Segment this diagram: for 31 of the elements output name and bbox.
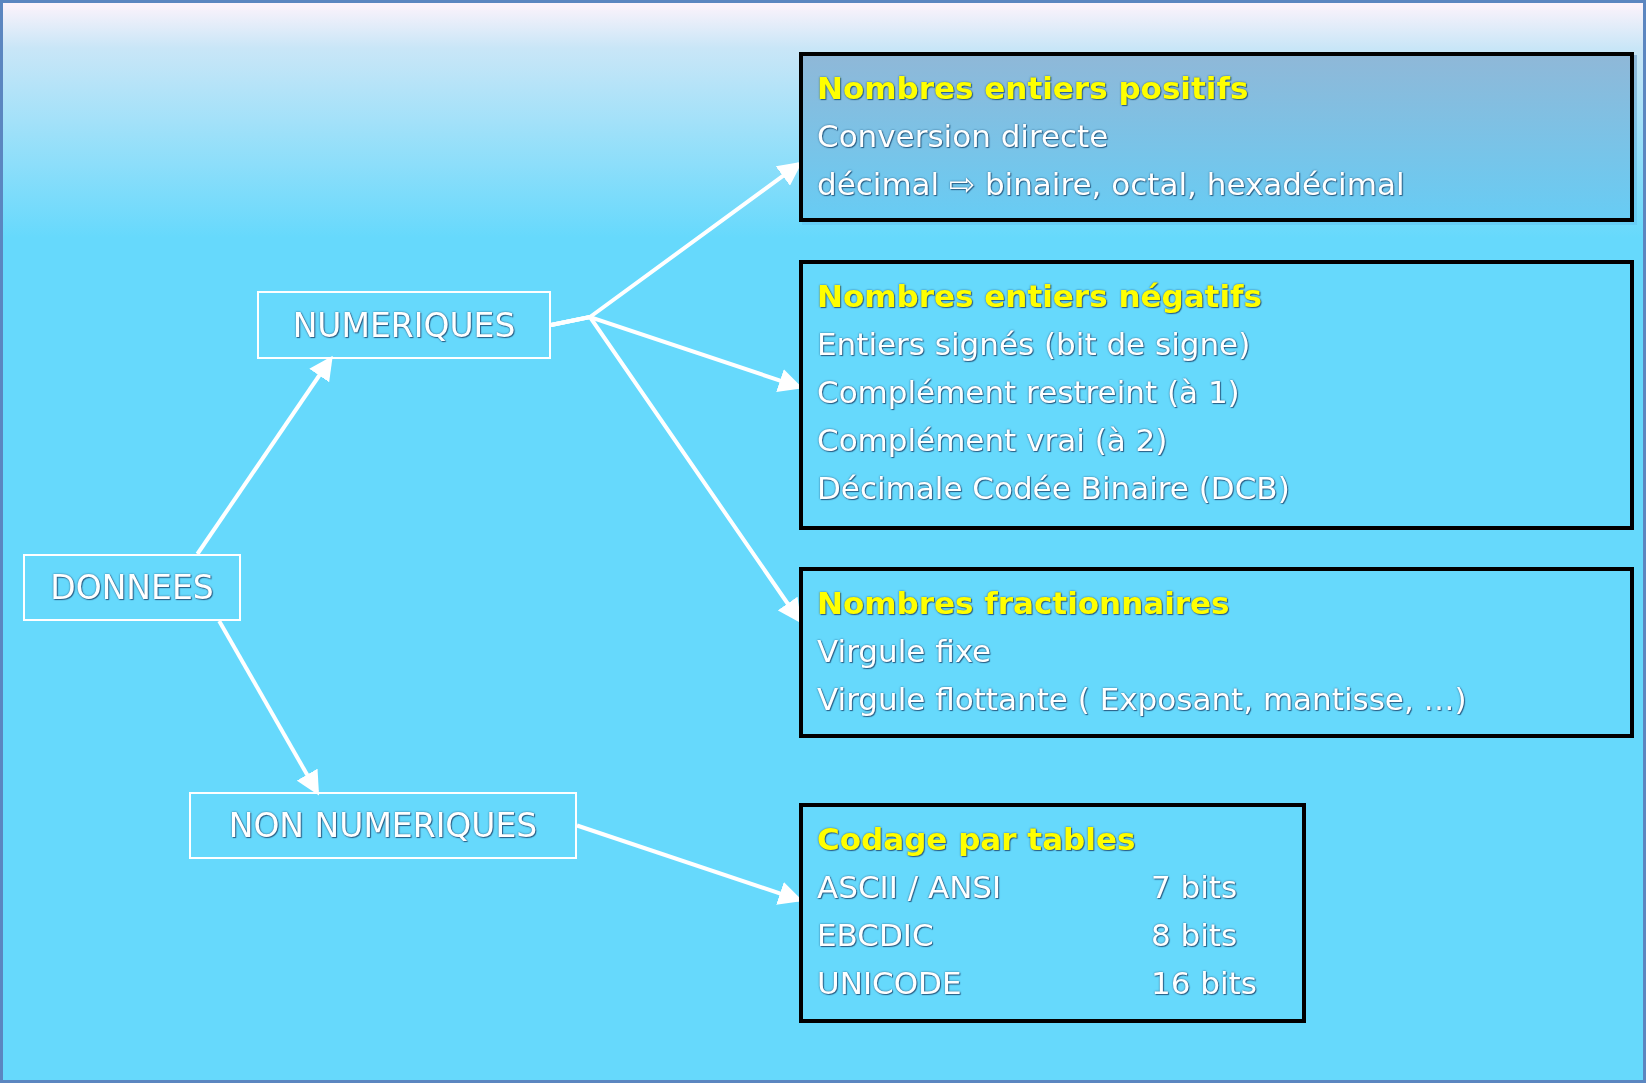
box-line: Décimale Codée Binaire (DCB) <box>817 469 1291 508</box>
bit-count: 16 bits <box>1151 964 1258 1003</box>
box-line: Entiers signés (bit de signe) <box>817 325 1252 364</box>
box-line: Complément restreint (à 1) <box>817 373 1241 412</box>
category-label: NUMERIQUES <box>292 305 516 345</box>
category-label: DONNEES <box>50 568 214 607</box>
category-box <box>189 792 577 859</box>
category-box <box>23 554 241 621</box>
info-box <box>799 803 1306 1023</box>
box-heading: Codage par tables <box>817 820 1137 859</box>
code-name: EBCDIC <box>817 916 935 955</box>
box-heading: Nombres entiers négatifs <box>817 277 1263 316</box>
bit-count: 7 bits <box>1151 868 1239 907</box>
bit-count: 8 bits <box>1151 916 1239 955</box>
arrow <box>550 314 802 624</box>
category-box <box>257 291 551 359</box>
arrow <box>217 620 320 796</box>
code-name: UNICODE <box>817 964 963 1003</box>
arrow <box>195 355 333 556</box>
box-heading: Nombres entiers positifs <box>817 69 1250 108</box>
category-label: NON NUMERIQUES <box>228 806 538 845</box>
box-line: Virgule fixe <box>817 632 993 671</box>
box-heading: Nombres fractionnaires <box>817 584 1231 623</box>
box-line: Conversion directe <box>817 117 1110 156</box>
info-box <box>799 52 1634 222</box>
info-box <box>799 567 1634 738</box>
box-line: décimal ⇨ binaire, octal, hexadécimal <box>817 165 1406 204</box>
info-box <box>799 260 1634 530</box>
code-name: ASCII / ANSI <box>817 868 1003 907</box>
box-line: Complément vrai (à 2) <box>817 421 1169 460</box>
box-line: Virgule flottante ( Exposant, mantisse, …) <box>817 680 1468 719</box>
